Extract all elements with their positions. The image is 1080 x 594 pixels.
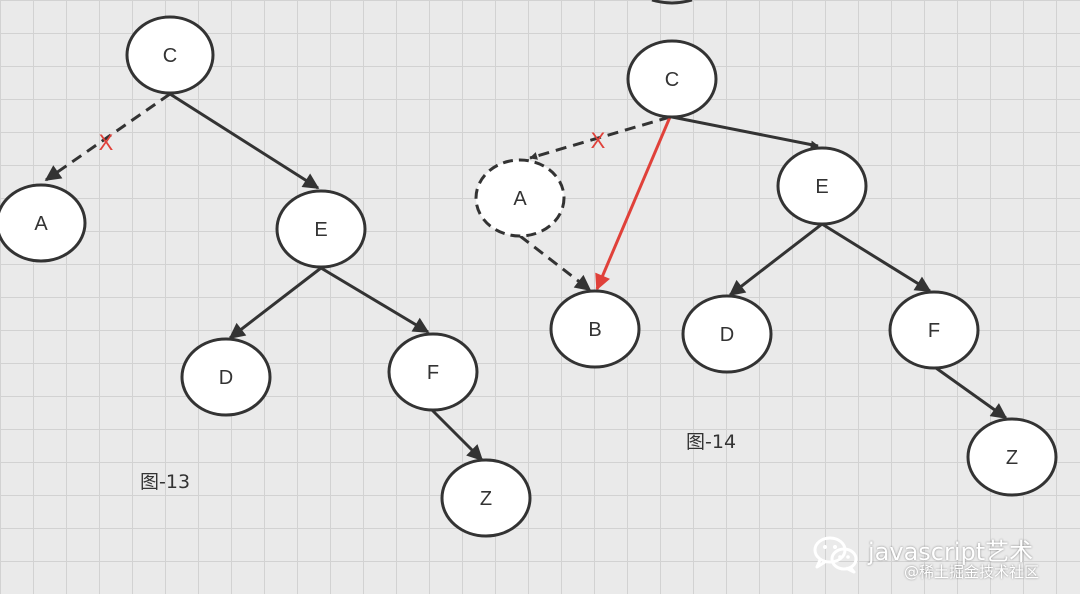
node-label: A xyxy=(513,188,527,210)
fig13-node-e: E xyxy=(275,189,367,269)
fig14-edge-f-z xyxy=(935,366,1008,420)
partial-node-top xyxy=(651,0,693,5)
fig13-node-d: D xyxy=(180,337,272,417)
fig13-caption: 图-13 xyxy=(140,471,190,493)
node-label: E xyxy=(314,219,327,241)
watermark: javascript艺术 @稀土掘金技术社区 xyxy=(812,532,1074,588)
node-label: E xyxy=(815,176,828,198)
fig14-node-f: F xyxy=(888,290,980,370)
fig14-node-b: B xyxy=(549,289,641,369)
watermark-title: javascript艺术 xyxy=(868,538,1034,566)
fig13-cut-mark: X xyxy=(99,130,114,155)
fig13-edge-c-a xyxy=(44,92,171,182)
fig14-edge-a-b xyxy=(519,234,592,292)
fig13-node-f: F xyxy=(387,332,479,412)
fig13-edge-e-d xyxy=(228,266,322,340)
fig13-node-z: Z xyxy=(440,458,532,538)
fig14-edge-e-f xyxy=(821,222,932,293)
fig14-node-a-removed: A xyxy=(474,158,566,238)
node-label: Z xyxy=(480,488,492,510)
fig14-edge-c-a xyxy=(529,115,671,160)
fig13-node-a: A xyxy=(0,183,87,263)
fig14-node-c: C xyxy=(626,39,718,119)
node-label: C xyxy=(163,45,177,67)
node-label: F xyxy=(928,320,940,342)
fig14-edge-c-e xyxy=(671,115,819,149)
fig14-node-z: Z xyxy=(966,417,1058,497)
fig13-node-c: C xyxy=(125,15,215,95)
fig14-cut-mark: X xyxy=(591,128,606,153)
node-label: C xyxy=(665,69,679,91)
fig13-edge-f-z xyxy=(430,408,484,462)
fig14-node-e: E xyxy=(776,146,868,226)
fig13-edge-e-f xyxy=(320,266,430,334)
node-label: D xyxy=(720,324,734,346)
fig14-caption: 图-14 xyxy=(686,431,736,453)
fig14-node-d: D xyxy=(681,294,773,374)
fig14-edge-e-d xyxy=(728,222,823,297)
fig13-edge-c-e xyxy=(169,92,320,190)
node-label: Z xyxy=(1006,447,1018,469)
node-label: F xyxy=(427,362,439,384)
wechat-icon xyxy=(813,536,858,574)
node-label: B xyxy=(588,319,601,341)
node-label: A xyxy=(34,213,48,235)
watermark-subtitle: @稀土掘金技术社区 xyxy=(904,563,1040,581)
node-label: D xyxy=(219,367,233,389)
fig14-edge-c-b xyxy=(595,116,672,291)
